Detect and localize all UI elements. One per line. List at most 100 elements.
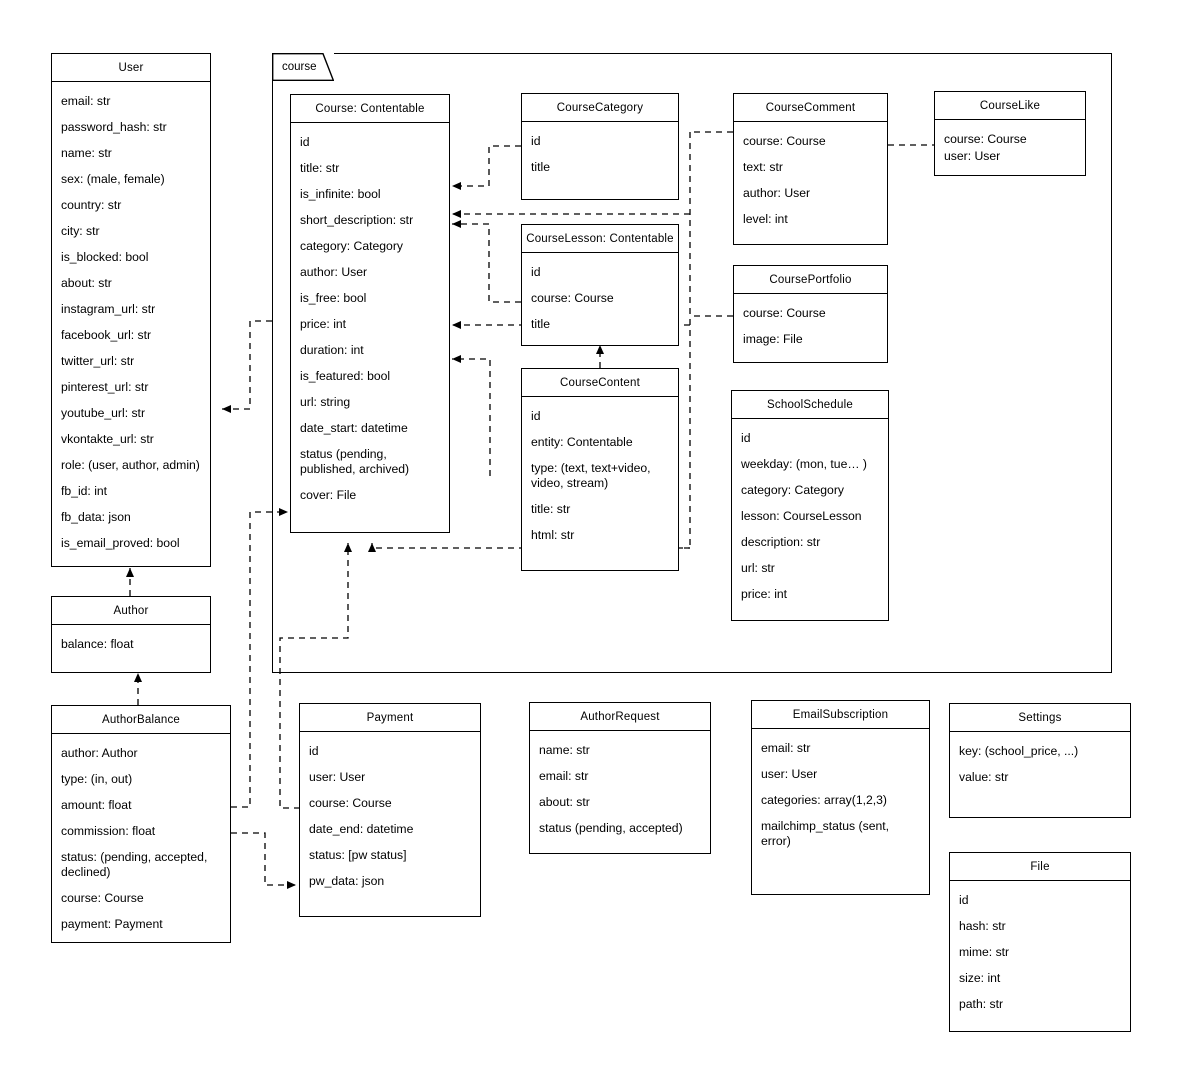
attribute: is_blocked: bool	[61, 250, 149, 264]
attribute: is_email_proved: bool	[61, 536, 180, 550]
class-author-request-attributes: name: str email: str about: str status (…	[530, 731, 710, 846]
attribute: title	[531, 317, 550, 331]
class-course-attributes: id title: str is_infinite: bool short_de…	[291, 123, 449, 513]
class-course-category-title: CourseCategory	[522, 94, 678, 122]
attribute: pw_data: json	[309, 874, 385, 888]
edge-course-author-user	[222, 320, 272, 413]
class-course-comment-title: CourseComment	[734, 94, 887, 122]
class-author-balance[interactable]: AuthorBalance author: Author type: (in, …	[51, 705, 231, 943]
attribute: cover: File	[300, 488, 357, 502]
attribute: category: Category	[300, 239, 403, 253]
attribute: path: str	[959, 997, 1004, 1011]
class-settings-title: Settings	[950, 704, 1130, 732]
attribute: is_featured: bool	[300, 369, 391, 383]
attribute: title	[531, 160, 550, 174]
attribute: amount: float	[61, 798, 132, 812]
class-email-subscription[interactable]: EmailSubscription email: str user: User …	[751, 700, 930, 895]
attribute: balance: float	[61, 637, 134, 651]
class-author-balance-title: AuthorBalance	[52, 706, 230, 734]
attribute: title: str	[531, 502, 571, 516]
class-course-lesson-title: CourseLesson: Contentable	[522, 225, 678, 253]
attribute: description: str	[741, 535, 821, 549]
class-school-schedule-title: SchoolSchedule	[732, 391, 888, 419]
attribute: course: Course	[944, 132, 1027, 146]
class-author-balance-attributes: author: Author type: (in, out) amount: f…	[52, 734, 230, 942]
attribute: payment: Payment	[61, 917, 163, 931]
attribute: email: str	[761, 741, 811, 755]
class-course-category[interactable]: CourseCategory id title	[521, 93, 679, 200]
attribute: level: int	[743, 212, 788, 226]
attribute: id	[741, 431, 751, 445]
class-settings-attributes: key: (school_price, ...) value: str	[950, 732, 1130, 795]
class-user-title: User	[52, 54, 210, 82]
class-course-portfolio-title: CoursePortfolio	[734, 266, 887, 294]
attribute: vkontakte_url: str	[61, 432, 154, 446]
attribute: price: int	[741, 587, 788, 601]
attribute: image: File	[743, 332, 803, 346]
attribute: pinterest_url: str	[61, 380, 149, 394]
attribute: author: User	[743, 186, 811, 200]
attribute: category: Category	[741, 483, 844, 497]
attribute: fb_id: int	[61, 484, 108, 498]
attribute: commission: float	[61, 824, 156, 838]
attribute: size: int	[959, 971, 1001, 985]
attribute: course: Course	[743, 306, 826, 320]
attribute: name: str	[61, 146, 112, 160]
attribute: youtube_url: str	[61, 406, 146, 420]
attribute: mime: str	[959, 945, 1010, 959]
class-course-title: Course: Contentable	[291, 95, 449, 123]
class-course-like[interactable]: CourseLike course: Course user: User	[934, 91, 1086, 176]
class-school-schedule[interactable]: SchoolSchedule id weekday: (mon, tue… ) …	[731, 390, 889, 621]
attribute: course: Course	[743, 134, 826, 148]
attribute: course: Course	[309, 796, 392, 810]
class-course-category-attributes: id title	[522, 122, 678, 185]
class-course-content[interactable]: CourseContent id entity: Contentable typ…	[521, 368, 679, 571]
attribute: date_end: datetime	[309, 822, 414, 836]
attribute: html: str	[531, 528, 575, 542]
attribute: date_start: datetime	[300, 421, 408, 435]
attribute: status (pending, accepted)	[539, 821, 683, 835]
package-course-tab: course	[272, 53, 334, 81]
class-school-schedule-attributes: id weekday: (mon, tue… ) category: Categ…	[732, 419, 888, 612]
class-course-comment[interactable]: CourseComment course: Course text: str a…	[733, 93, 888, 245]
class-course-portfolio[interactable]: CoursePortfolio course: Course image: Fi…	[733, 265, 888, 363]
attribute: city: str	[61, 224, 100, 238]
attribute: status: [pw status]	[309, 848, 407, 862]
attribute: url: str	[741, 561, 775, 575]
attribute: status: (pending, accepted, declined)	[61, 850, 211, 879]
class-course[interactable]: Course: Contentable id title: str is_inf…	[290, 94, 450, 533]
attribute: instagram_url: str	[61, 302, 156, 316]
class-course-like-attributes: course: Course user: User	[935, 120, 1085, 176]
attribute: status (pending, published, archived)	[300, 447, 410, 476]
attribute: about: str	[61, 276, 112, 290]
attribute: facebook_url: str	[61, 328, 152, 342]
class-course-lesson[interactable]: CourseLesson: Contentable id course: Cou…	[521, 224, 679, 346]
attribute: user: User	[944, 149, 1001, 163]
class-author[interactable]: Author balance: float	[51, 596, 211, 673]
attribute: weekday: (mon, tue… )	[741, 457, 867, 471]
class-payment-attributes: id user: User course: Course date_end: d…	[300, 732, 480, 899]
attribute: short_description: str	[300, 213, 414, 227]
attribute: password_hash: str	[61, 120, 167, 134]
attribute: duration: int	[300, 343, 364, 357]
class-author-title: Author	[52, 597, 210, 625]
class-payment[interactable]: Payment id user: User course: Course dat…	[299, 703, 481, 917]
class-author-request[interactable]: AuthorRequest name: str email: str about…	[529, 702, 711, 854]
attribute: id	[531, 265, 541, 279]
attribute: id	[531, 409, 541, 423]
class-course-content-title: CourseContent	[522, 369, 678, 397]
attribute: value: str	[959, 770, 1009, 784]
class-course-like-title: CourseLike	[935, 92, 1085, 120]
attribute: is_infinite: bool	[300, 187, 381, 201]
class-file[interactable]: File id hash: str mime: str size: int pa…	[949, 852, 1131, 1032]
edge-authorbalance-payment	[231, 832, 296, 889]
package-tab-shape	[272, 53, 334, 81]
class-course-portfolio-attributes: course: Course image: File	[734, 294, 887, 357]
attribute: categories: array(1,2,3)	[761, 793, 887, 807]
class-settings[interactable]: Settings key: (school_price, ...) value:…	[949, 703, 1131, 818]
class-author-attributes: balance: float	[52, 625, 210, 662]
attribute: email: str	[61, 94, 111, 108]
attribute: role: (user, author, admin)	[61, 458, 200, 472]
class-user[interactable]: User email: str password_hash: str name:…	[51, 53, 211, 567]
